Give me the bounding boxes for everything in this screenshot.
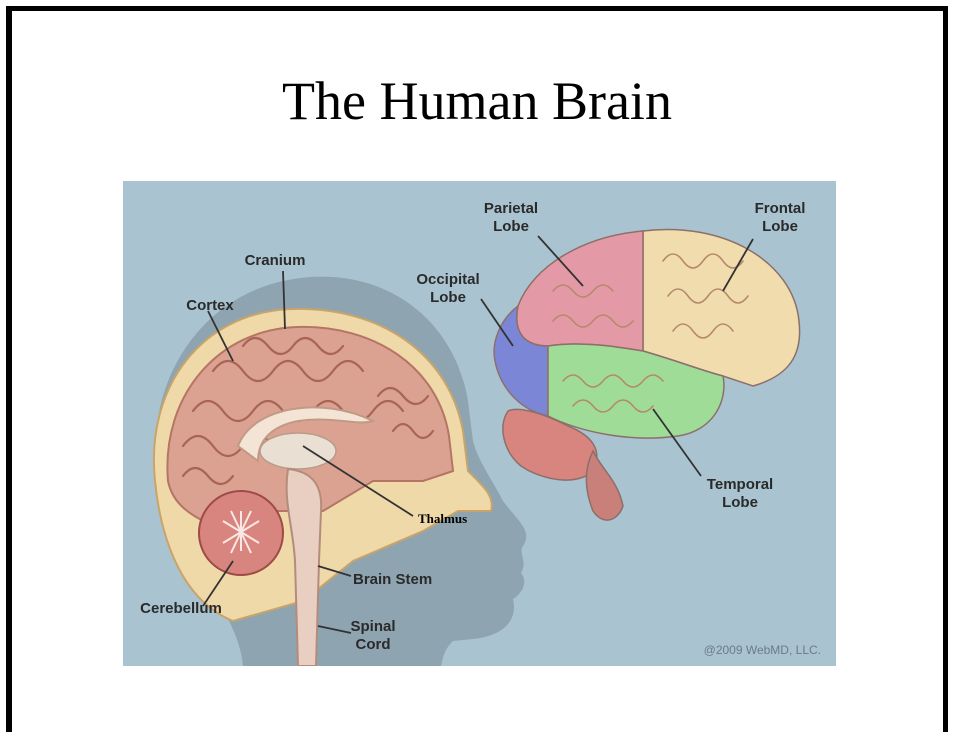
label-frontal-line2: Lobe (762, 218, 798, 235)
label-occipital-line2: Lobe (430, 289, 466, 306)
label-cranium: Cranium (245, 252, 306, 269)
label-cortex: Cortex (186, 297, 234, 314)
thalamus-structure (260, 433, 336, 469)
label-brain-stem: Brain Stem (353, 571, 432, 588)
label-thalmus: Thalmus (418, 511, 467, 526)
copyright-notice: @2009 WebMD, LLC. (704, 643, 821, 657)
label-parietal-line2: Lobe (493, 218, 529, 235)
label-occipital-line1: Occipital (416, 271, 479, 288)
label-temporal-line1: Temporal (707, 476, 773, 493)
label-spinal-line2: Cord (356, 636, 391, 653)
label-cerebellum: Cerebellum (140, 600, 222, 617)
slide-title: The Human Brain (0, 72, 954, 131)
brain-illustration: Cranium Cortex Thalmus Cerebellum Brain … (123, 181, 836, 666)
brain-diagram: Cranium Cortex Thalmus Cerebellum Brain … (123, 181, 836, 666)
label-spinal-line1: Spinal (350, 618, 395, 635)
label-temporal-line2: Lobe (722, 494, 758, 511)
label-parietal-line1: Parietal (484, 200, 538, 217)
label-frontal-line1: Frontal (755, 200, 806, 217)
